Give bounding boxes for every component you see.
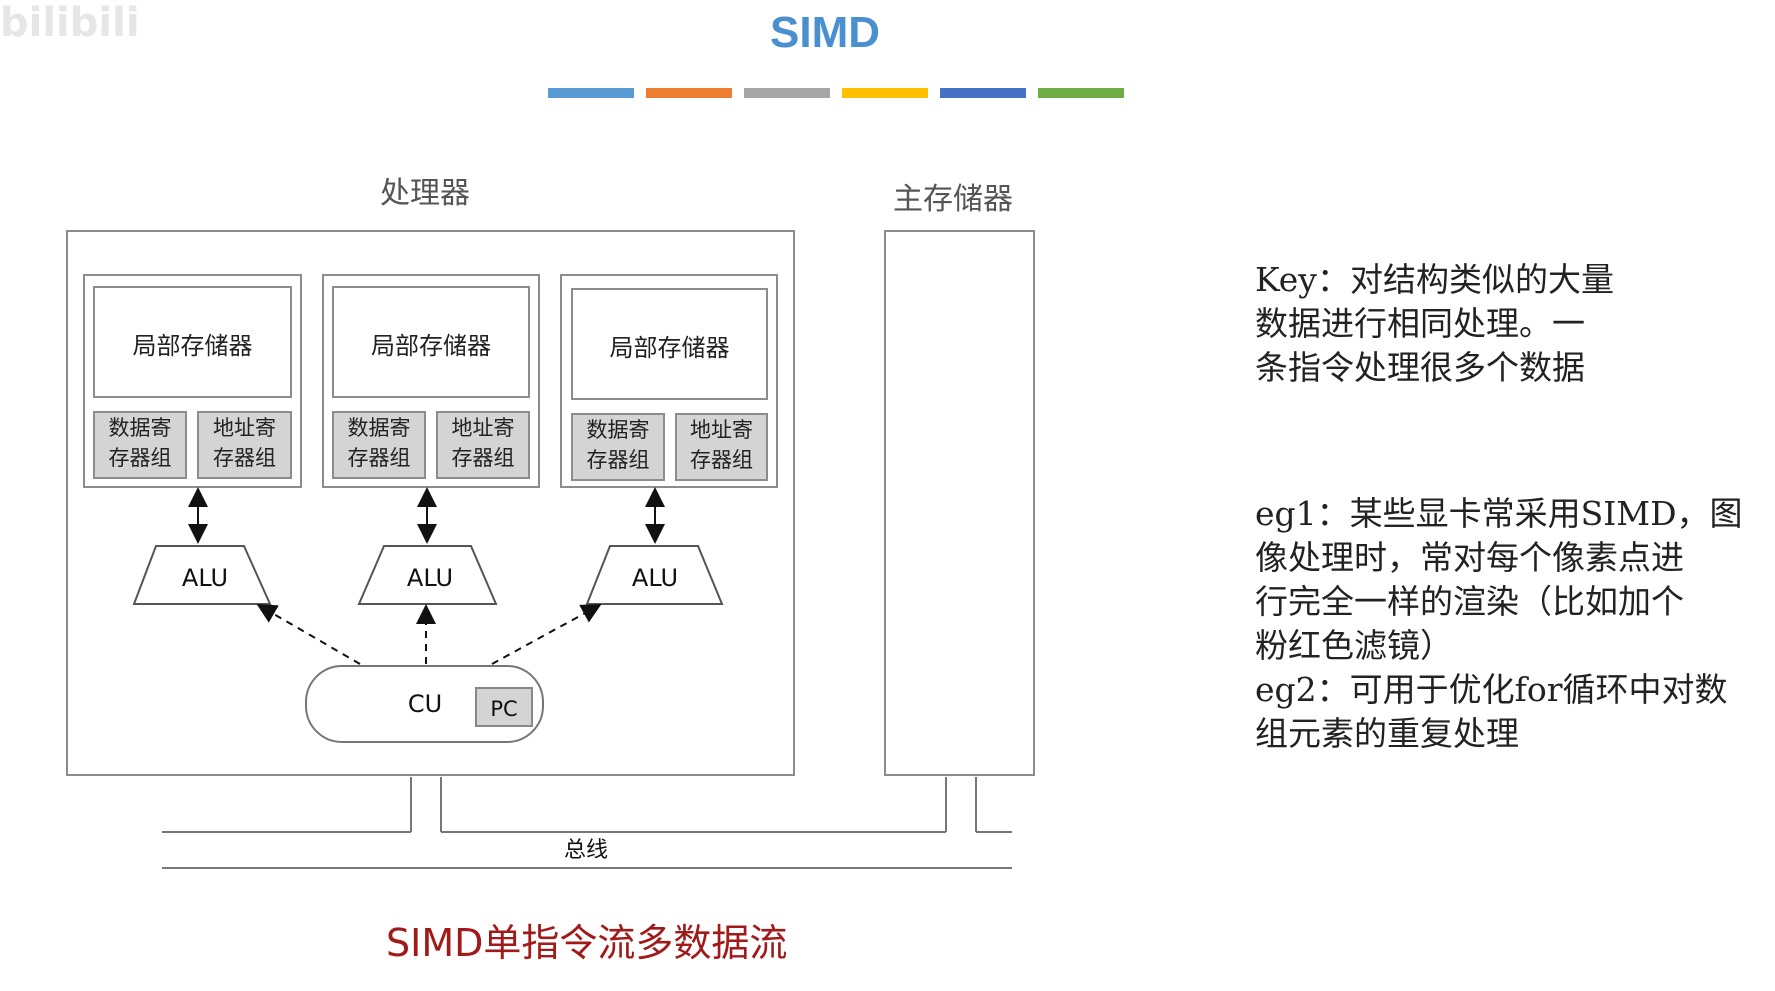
main-memory-box bbox=[884, 230, 1035, 776]
control-arrow bbox=[491, 604, 602, 665]
pc-label: PC bbox=[490, 697, 517, 721]
program-counter bbox=[475, 687, 533, 727]
address-register-group: 地址寄 存器组 bbox=[675, 413, 768, 481]
note-line: 组元素的重复处理 bbox=[1255, 714, 1519, 753]
color-bar bbox=[646, 88, 732, 98]
local-memory: 局部存储器 bbox=[571, 288, 768, 400]
address-register-group: 地址寄 存器组 bbox=[197, 411, 292, 479]
data-register-group: 数据寄 存器组 bbox=[571, 413, 665, 481]
local-memory-label: 局部存储器 bbox=[132, 332, 253, 360]
local-memory-label: 局部存储器 bbox=[371, 332, 491, 360]
address-register-group: 地址寄 存器组 bbox=[436, 411, 530, 479]
data-register-label: 数据寄 bbox=[586, 418, 650, 442]
example-1-note: eg1：某些显卡常采用SIMD，图 像处理时，常对每个像素点进 行完全一样的渲染… bbox=[1255, 492, 1743, 668]
page-title: SIMD bbox=[770, 8, 880, 57]
address-register-label: 地址寄 bbox=[213, 416, 276, 440]
cu-label: CU bbox=[408, 690, 442, 718]
address-register-label: 存器组 bbox=[213, 446, 276, 470]
data-register-label: 存器组 bbox=[347, 446, 411, 470]
color-bar bbox=[744, 88, 830, 98]
local-memory: 局部存储器 bbox=[93, 286, 292, 398]
control-arrow bbox=[256, 603, 361, 665]
processor-label: 处理器 bbox=[380, 176, 470, 211]
alu-label: ALU bbox=[182, 564, 228, 592]
note-line: 数据进行相同处理。一 bbox=[1255, 304, 1585, 343]
color-bar bbox=[548, 88, 634, 98]
data-register-group: 数据寄 存器组 bbox=[93, 411, 187, 479]
address-register-label: 地址寄 bbox=[451, 416, 515, 440]
note-line: 行完全一样的渲染（比如加个 bbox=[1255, 582, 1684, 621]
note-line: eg2：可用于优化for循环中对数 bbox=[1255, 670, 1728, 709]
data-register-label: 存器组 bbox=[108, 446, 172, 470]
address-register-label: 存器组 bbox=[690, 448, 753, 472]
color-bar bbox=[1038, 88, 1124, 98]
note-line: eg1：某些显卡常采用SIMD，图 bbox=[1255, 494, 1743, 533]
alu-shape bbox=[585, 545, 724, 605]
alu-label: ALU bbox=[632, 564, 678, 592]
note-line: 粉红色滤镜） bbox=[1255, 626, 1453, 665]
data-register-group: 数据寄 存器组 bbox=[332, 411, 426, 479]
data-register-label: 数据寄 bbox=[108, 416, 172, 440]
data-register-label: 数据寄 bbox=[347, 416, 411, 440]
note-line: 像处理时，常对每个像素点进 bbox=[1255, 538, 1684, 577]
main-memory-label: 主存储器 bbox=[893, 182, 1013, 217]
color-bar bbox=[940, 88, 1026, 98]
diagram-caption: SIMD单指令流多数据流 bbox=[386, 921, 788, 965]
processing-unit: 局部存储器 数据寄 存器组 地址寄 存器组 bbox=[560, 274, 778, 488]
note-line: Key：对结构类似的大量 bbox=[1255, 260, 1614, 299]
processing-unit: 局部存储器 数据寄 存器组 地址寄 存器组 bbox=[322, 274, 540, 488]
data-register-label: 存器组 bbox=[586, 448, 650, 472]
color-bar bbox=[842, 88, 928, 98]
watermark-logo: bilibili bbox=[0, 0, 140, 46]
bus-label: 总线 bbox=[564, 838, 608, 863]
alu-label: ALU bbox=[407, 564, 453, 592]
address-register-label: 存器组 bbox=[451, 446, 515, 470]
address-register-label: 地址寄 bbox=[690, 418, 753, 442]
local-memory-label: 局部存储器 bbox=[609, 334, 730, 362]
alu-shape bbox=[357, 545, 498, 605]
note-line: 条指令处理很多个数据 bbox=[1255, 348, 1585, 387]
processing-unit: 局部存储器 数据寄 存器组 地址寄 存器组 bbox=[83, 274, 302, 488]
local-memory: 局部存储器 bbox=[332, 286, 530, 398]
example-2-note: eg2：可用于优化for循环中对数 组元素的重复处理 bbox=[1255, 668, 1728, 756]
key-note: Key：对结构类似的大量 数据进行相同处理。一 条指令处理很多个数据 bbox=[1255, 258, 1614, 390]
